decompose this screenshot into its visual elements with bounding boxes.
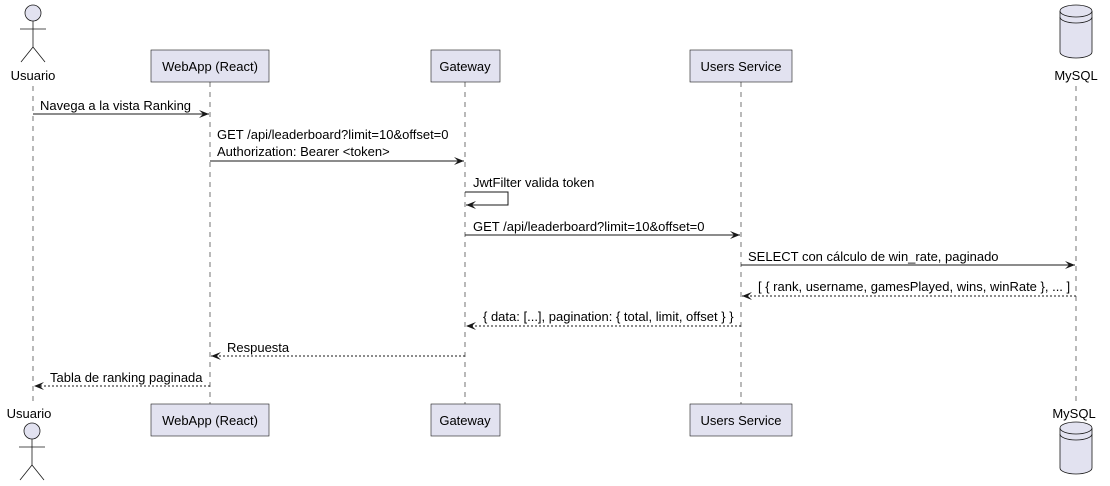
participant-gateway-bottom xyxy=(430,403,501,437)
actor-usuario-top xyxy=(20,4,46,63)
participant-users-service-bottom xyxy=(689,403,793,437)
participant-gateway-bottom-label: Gateway xyxy=(439,413,491,428)
message-label-5: SELECT con cálculo de win_rate, paginado xyxy=(748,249,999,264)
participant-usuario-bottom-label: Usuario xyxy=(7,406,52,421)
participant-usuario-top-label: Usuario xyxy=(11,68,56,83)
participant-webapp-top-label: WebApp (React) xyxy=(162,59,258,74)
participant-webapp-bottom xyxy=(150,403,270,437)
participant-users-service-bottom-label: Users Service xyxy=(701,413,782,428)
participant-gateway-top-label: Gateway xyxy=(439,59,491,74)
participant-mysql-bottom-label: MySQL xyxy=(1052,406,1095,421)
message-label-3: JwtFilter valida token xyxy=(473,175,594,190)
actor-usuario-bottom xyxy=(19,422,45,481)
participant-users-service-top-label: Users Service xyxy=(701,59,782,74)
message-arrow-3 xyxy=(465,191,509,209)
participant-webapp-bottom-label: WebApp (React) xyxy=(162,413,258,428)
participant-webapp-top xyxy=(150,49,270,83)
message-label-4: GET /api/leaderboard?limit=10&offset=0 xyxy=(473,219,705,234)
message-label-6: [ { rank, username, gamesPlayed, wins, w… xyxy=(758,279,1070,294)
database-mysql-top-icon xyxy=(1059,4,1093,59)
participant-users-service-top xyxy=(689,49,793,83)
message-label-7: { data: [...], pagination: { total, limi… xyxy=(483,309,734,324)
message-label-2-line-2: Authorization: Bearer <token> xyxy=(217,144,390,159)
participant-gateway-top xyxy=(430,49,501,83)
database-mysql-bottom-icon xyxy=(1059,421,1093,475)
message-label-1: Navega a la vista Ranking xyxy=(40,98,191,113)
message-label-2-line-1: GET /api/leaderboard?limit=10&offset=0 xyxy=(217,127,449,142)
message-label-8: Respuesta xyxy=(227,340,290,355)
message-label-9: Tabla de ranking paginada xyxy=(50,370,203,385)
participant-mysql-top-label: MySQL xyxy=(1054,68,1097,83)
